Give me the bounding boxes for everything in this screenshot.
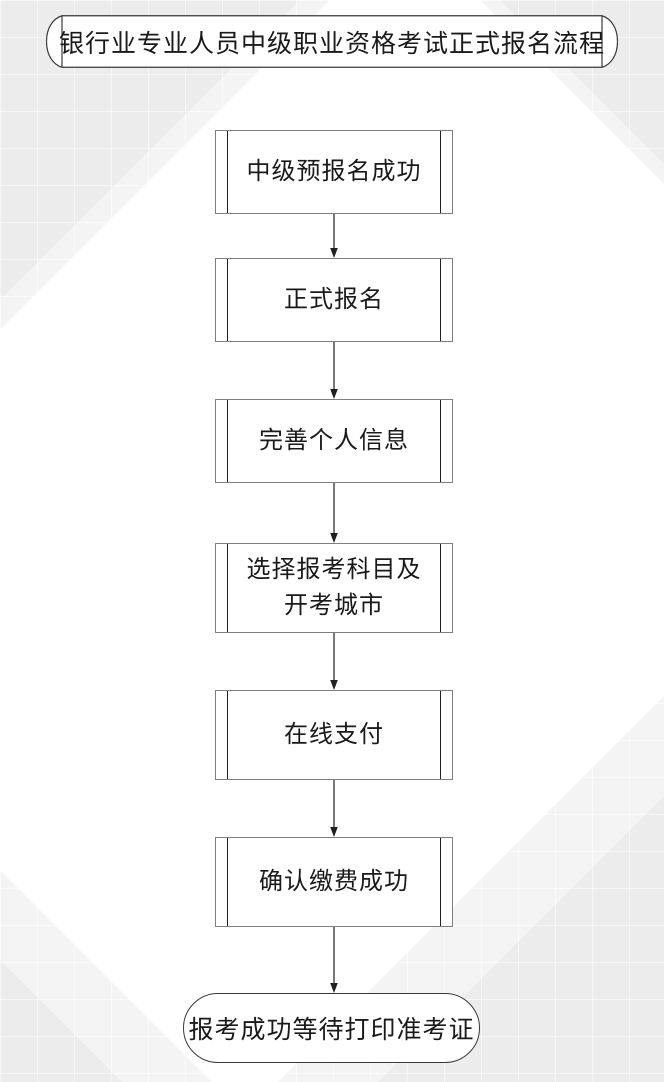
process-box-online-payment: 在线支付 xyxy=(215,690,453,780)
inner-line-left xyxy=(227,544,228,632)
process-box-label: 选择报考科目及开考城市 xyxy=(246,557,422,619)
inner-line-left xyxy=(227,259,228,341)
arrowhead-icon xyxy=(330,680,338,690)
end-terminator-node: 报考成功等待打印准考证 xyxy=(183,993,480,1063)
process-box-label: 中级预报名成功 xyxy=(246,159,422,185)
process-box-label: 正式报名 xyxy=(284,287,384,313)
arrowhead-icon xyxy=(330,827,338,837)
flow-arrow xyxy=(330,927,338,993)
inner-line-right xyxy=(440,838,441,926)
inner-line-right xyxy=(440,544,441,632)
inner-line-right xyxy=(440,691,441,779)
flow-arrow xyxy=(330,483,338,543)
inner-line-right xyxy=(440,400,441,482)
process-box-label: 完善个人信息 xyxy=(259,428,409,454)
process-box-label: 在线支付 xyxy=(284,722,384,748)
flow-arrow xyxy=(330,342,338,399)
inner-line-left xyxy=(227,691,228,779)
process-box-confirm-payment: 确认缴费成功 xyxy=(215,837,453,927)
process-box-formal-registration: 正式报名 xyxy=(215,258,453,342)
process-box-pre-registration: 中级预报名成功 xyxy=(215,130,453,214)
process-box-select-subjects-city: 选择报考科目及开考城市 xyxy=(215,543,453,633)
inner-line-right xyxy=(440,131,441,213)
title-terminator-shape xyxy=(46,15,618,68)
flow-arrow xyxy=(330,633,338,690)
inner-line-left xyxy=(227,131,228,213)
flow-arrow xyxy=(330,214,338,258)
arrowhead-icon xyxy=(330,983,338,993)
inner-line-right xyxy=(440,259,441,341)
process-box-label: 确认缴费成功 xyxy=(259,869,409,895)
flow-title-node: 银行业专业人员中级职业资格考试正式报名流程 xyxy=(46,15,618,68)
end-terminator-label: 报考成功等待打印准考证 xyxy=(188,1017,475,1044)
inner-line-left xyxy=(227,838,228,926)
inner-line-left xyxy=(227,400,228,482)
flow-title-label: 银行业专业人员中级职业资格考试正式报名流程 xyxy=(59,30,606,58)
arrowhead-icon xyxy=(330,248,338,258)
arrowhead-icon xyxy=(330,389,338,399)
arrowhead-icon xyxy=(330,533,338,543)
flow-arrow xyxy=(330,780,338,837)
process-box-complete-info: 完善个人信息 xyxy=(215,399,453,483)
